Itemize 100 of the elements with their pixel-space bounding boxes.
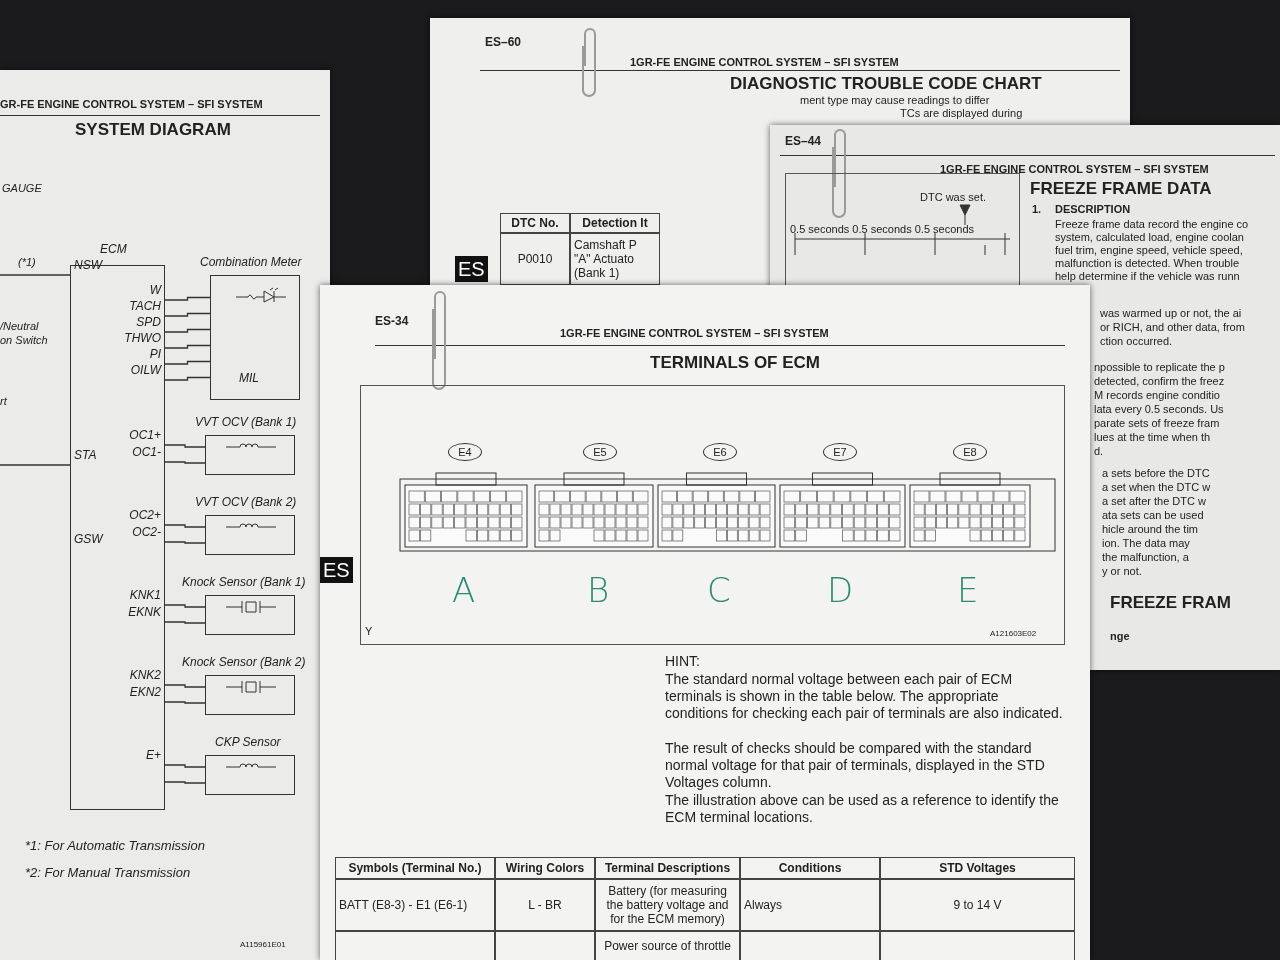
body-text: y or not. [1102,565,1142,578]
hint-paragraph: The illustration above can be used as a reference to identify the ECM terminal locations. [665,792,1060,826]
body-text: ment type may cause readings to differ [800,94,990,107]
pin-label: STA [74,448,97,462]
wire-label: GAUGE [2,182,42,195]
pin-label: E+ [146,748,161,762]
body-text: a set after the DTC w [1102,495,1206,508]
pin-label: THWO [124,331,161,345]
pin-label: OILW [130,363,161,377]
wire [164,328,211,333]
wire [164,312,211,317]
wire [164,764,206,768]
indicator-label: MIL [239,371,259,385]
body-text: or RICH, and other data, from [1100,321,1245,334]
component-label: VVT OCV (Bank 2) [195,495,297,509]
table-header-cell: Symbols (Terminal No.) [335,857,495,879]
footnote: *1: For Automatic Transmission [25,838,205,854]
body-text: a sets before the DTC [1102,467,1210,480]
note-mark: (*1) [18,256,36,269]
wire [164,444,206,448]
body-text: help determine if the vehicle was runn [1055,270,1240,283]
page-title: FREEZE FRAME DATA [1030,179,1212,199]
wire [164,524,206,528]
page-title: SYSTEM DIAGRAM [75,120,231,140]
page-header: 1GR-FE ENGINE CONTROL SYSTEM – SFI SYSTEM [560,327,829,340]
page-number: ES-34 [375,315,409,328]
section-heading: FREEZE FRAM [1110,593,1231,613]
table-header-cell: nge [1110,630,1130,643]
pin-label: GSW [74,532,103,546]
component-label: Knock Sensor (Bank 2) [182,655,306,669]
page-number: ES–60 [485,36,522,49]
body-text: d. [1094,445,1104,458]
wire [164,701,206,704]
footnote: *2: For Manual Transmission [25,865,191,881]
table-header-cell: Terminal Descriptions [595,857,740,879]
page-header: 1GR-FE ENGINE CONTROL SYSTEM – SFI SYSTEM [940,163,1209,176]
handwritten-letter: E [957,571,979,609]
step-number: 1. [1032,203,1042,216]
handwritten-letter: D [827,571,854,609]
section-heading: DESCRIPTION [1055,203,1131,216]
page-header: GR-FE ENGINE CONTROL SYSTEM – SFI SYSTEM [0,98,263,111]
body-text: ata sets can be used [1102,509,1204,522]
table-cell: P0010 [500,233,570,285]
wire [164,296,211,301]
body-text: hicle around the tim [1102,523,1198,536]
table-header-cell: Wiring Colors [495,857,595,879]
pin-label: EKN2 [129,685,161,699]
pin-label: SPD [136,315,161,329]
table-cell: L - BR [495,879,595,931]
page-number: ES–44 [785,135,822,148]
table-cell: Always [740,879,880,931]
page-title: DIAGNOSTIC TROUBLE CODE CHART [730,74,1042,94]
table-cell: 9 to 14 V [880,879,1075,931]
wire [164,604,206,608]
section-tab: ES [455,256,488,282]
figure-code: A121603E02 [990,628,1037,640]
table-header-cell: DTC No. [500,213,570,233]
component-label: CKP Sensor [215,735,281,749]
pin-label: KNK2 [129,668,161,682]
table-header-cell: Conditions [740,857,880,879]
section-tab: ES [320,557,353,583]
page-header: 1GR-FE ENGINE CONTROL SYSTEM – SFI SYSTEM [630,56,899,69]
hint-heading: HINT: [665,653,701,670]
handwritten-letter: B [587,571,610,609]
pin-label: OC2- [132,525,161,539]
body-text: a set when the DTC w [1102,481,1211,494]
wire [164,684,206,688]
wire [164,781,206,784]
table-cell: Battery (for measuring the battery voltage and for the ECM memory) [595,879,740,931]
wire [164,461,206,464]
body-text: parate sets of freeze fram [1094,417,1220,430]
wire [164,541,206,544]
table-header-cell: Detection It [570,213,660,233]
wire [164,621,206,624]
handwritten-letter: C [707,571,731,609]
body-text: fuel trim, engine speed, vehicle speed, [1055,244,1243,257]
wire [0,274,71,276]
body-text: lues at the time when th [1094,431,1211,444]
pin-label: KNK1 [129,588,161,602]
pin-label: OC1- [132,445,161,459]
time-scale-label: 0.5 seconds 0.5 seconds 0.5 seconds [790,223,975,236]
body-text: TCs are displayed during [900,107,1023,120]
table-header-cell: STD Voltages [880,857,1075,879]
body-text: ion. The data may [1102,537,1190,550]
handwritten-letter: A [452,571,476,609]
figure-code: A115961E01 [240,939,286,951]
switch-label: /Neutral [0,320,39,333]
body-text: npossible to replicate the p [1094,361,1225,374]
table-cell: Power source of throttle [595,931,740,960]
component-label: rt [0,395,7,408]
figure-mark: Y [365,625,373,638]
chart-note: DTC was set. [920,191,986,204]
body-text: M records engine conditio [1094,389,1220,402]
page-title: TERMINALS OF ECM [650,353,820,373]
table-cell: BATT (E8-3) - E1 (E6-1) [335,879,495,931]
wire [164,344,211,349]
pin-label: EKNK [128,605,161,619]
pin-label: W [149,283,161,297]
body-text: was warmed up or not, the ai [1100,307,1242,320]
body-text: lata every 0.5 seconds. Us [1094,403,1224,416]
